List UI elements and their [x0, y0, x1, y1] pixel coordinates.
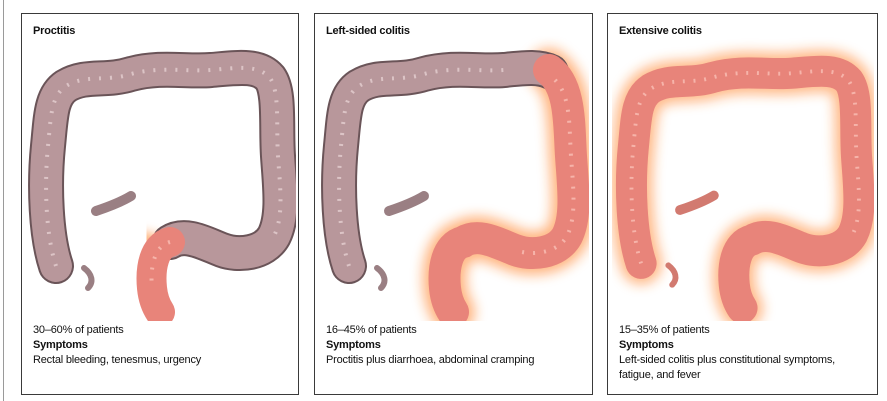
symptoms-text: Rectal bleeding, tenesmus, urgency	[33, 353, 201, 368]
colon-illustration	[26, 36, 296, 321]
caption: 15–35% of patients Symptoms Left-sided c…	[619, 323, 835, 383]
page-edge-line	[3, 0, 4, 401]
panel-proctitis: Proctitis 30–60% of patients Symptoms Re…	[21, 13, 299, 395]
panel-left-sided-colitis: Left-sided colitis 16–45% of patients Sy…	[314, 13, 593, 395]
appendix	[84, 268, 91, 288]
panel-extensive-colitis: Extensive colitis 15–35% of patients Sym…	[607, 13, 878, 395]
symptoms-text-continued: fatigue, and fever	[619, 368, 835, 383]
colon-illustration	[612, 36, 874, 321]
inflamed-colon	[631, 71, 858, 308]
symptoms-heading: Symptoms	[33, 338, 201, 353]
appendix	[377, 268, 384, 288]
patient-percentage: 30–60% of patients	[33, 323, 201, 338]
symptoms-heading: Symptoms	[326, 338, 534, 353]
symptoms-text: Proctitis plus diarrhoea, abdominal cram…	[326, 353, 534, 368]
patient-percentage: 15–35% of patients	[619, 323, 835, 338]
terminal-ileum	[96, 196, 131, 211]
caption: 30–60% of patients Symptoms Rectal bleed…	[33, 323, 201, 368]
terminal-ileum	[389, 196, 424, 211]
symptoms-text: Left-sided colitis plus constitutional s…	[619, 353, 835, 368]
caption: 16–45% of patients Symptoms Proctitis pl…	[326, 323, 534, 368]
patient-percentage: 16–45% of patients	[326, 323, 534, 338]
terminal-ileum	[680, 195, 714, 210]
symptoms-heading: Symptoms	[619, 338, 835, 353]
colon-illustration	[319, 36, 589, 321]
appendix	[668, 265, 675, 284]
